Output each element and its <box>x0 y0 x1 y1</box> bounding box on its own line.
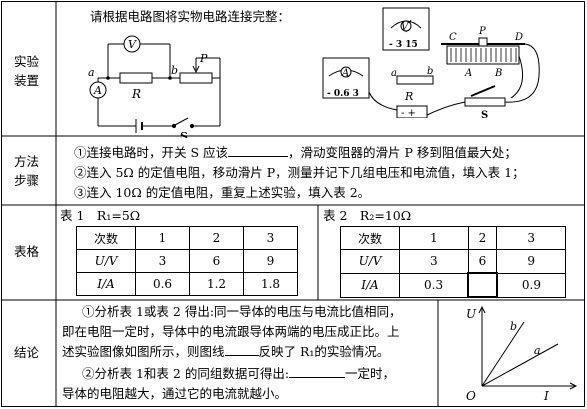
table1-voltage-2: 6 <box>189 249 244 273</box>
step1-text-a: ①连接电路时，开关 S 应该 <box>74 145 229 160</box>
circuit-ammeter-label: A <box>93 84 102 97</box>
table2-current-blank[interactable] <box>467 272 498 298</box>
real-rheostat-b: B <box>494 68 502 79</box>
table1-caption: 表 1 R₁=5Ω <box>60 208 141 223</box>
real-point-b: b <box>427 66 433 77</box>
label-apparatus-1: 实验 <box>14 54 40 69</box>
table1-header-3: 3 <box>243 226 298 250</box>
real-point-a: a <box>391 68 397 79</box>
table1-header-2: 2 <box>189 226 244 250</box>
table1-voltage-1: 3 <box>135 249 190 273</box>
real-circuit: V - 3 15 A - 0.6 3 C P D A B a b R S - + <box>322 7 540 118</box>
graph-label-b: b <box>510 320 517 333</box>
conclusion-2-line1-a: ②分析表 1和表 2 的同组数据可得出: <box>82 366 290 381</box>
graph-y-label: U <box>466 307 477 321</box>
table1-voltage-label: U/V <box>76 249 136 273</box>
table2-header-row: 次数 1 2 3 <box>340 226 566 250</box>
table1-current-label: I/A <box>76 272 136 296</box>
real-rheostat-p: P <box>478 26 486 37</box>
table2-header-label: 次数 <box>340 226 400 250</box>
real-voltmeter-terminals: - 3 15 <box>389 40 418 50</box>
table1-header-row: 次数 1 2 3 <box>76 226 298 250</box>
circuit-rheostat-label: P <box>199 52 208 65</box>
label-method-2: 步骤 <box>14 173 40 188</box>
table2-header-1: 1 <box>399 226 469 250</box>
conclusion-1-line2: 即在电阻一定时，导体中的电流跟导体两端的电压成正比。上 <box>62 324 400 339</box>
table1-header-1: 1 <box>135 226 190 250</box>
graph-line-b <box>481 321 525 387</box>
apparatus-instruction: 请根据电路图将实物电路连接完整： <box>90 9 291 24</box>
real-resistor-label: R <box>404 90 413 103</box>
conclusion-1-line1: ①分析表 1或表 2 得出:同一导体的电压与电流比值相同， <box>82 304 402 319</box>
graph-line-a <box>481 343 559 387</box>
circuit-resistor-label: R <box>131 87 141 101</box>
circuit-diagram: V A R P S a b <box>88 35 221 138</box>
table2-current-1: 0.3 <box>399 272 469 298</box>
conclusion-2-line1: ②分析表 1和表 2 的同组数据可得出: 一定时， <box>82 366 395 382</box>
table1-header-label: 次数 <box>76 226 136 250</box>
conclusion-blank-line[interactable] <box>224 355 259 356</box>
circuit-voltmeter-label: V <box>128 38 137 51</box>
table2-current-row: I/A 0.3 0.9 <box>340 272 566 298</box>
table1-voltage-3: 9 <box>243 249 298 273</box>
graph-origin: O <box>466 389 476 403</box>
table2-voltage-label: U/V <box>340 249 400 274</box>
real-ammeter-label: A <box>341 68 349 79</box>
conclusion-blank-quantity[interactable] <box>289 377 346 378</box>
graph-label-a: a <box>534 344 541 357</box>
table1-current-2: 1.2 <box>189 272 244 296</box>
method-step-3: ③连入 10Ω 的定值电阻，重复上述实验，填入表 2。 <box>74 185 371 200</box>
conclusion-1-line3: 述实验图像如图所示，则图线 反映了 R₁的实验情况。 <box>62 344 389 360</box>
table2-caption: 表 2 R₂=10Ω <box>323 208 412 223</box>
graph-x-label: I <box>543 389 549 403</box>
table2-voltage-row: U/V 3 6 9 <box>340 249 566 274</box>
table1-current-3: 1.8 <box>243 272 298 296</box>
label-apparatus-2: 装置 <box>14 73 40 88</box>
conclusion-1-line3-b: 反映了 R₁的实验情况。 <box>258 344 390 359</box>
table1: 次数 1 2 3 U/V 3 6 9 I/A 0.6 1.2 1.8 <box>76 226 298 296</box>
circuit-point-b: b <box>171 64 178 77</box>
table2-voltage-1: 3 <box>399 249 469 274</box>
table1-current-1: 0.6 <box>135 272 190 296</box>
ui-graph: U I O b a <box>466 305 578 403</box>
method-step-2: ②连入 5Ω 的定值电阻，移动滑片 P，测量并记下几组电压和电流值，填入表 1； <box>74 165 525 180</box>
step1-text-b: ，滑动变阻器的滑片 P 移到阻值最大处； <box>288 145 517 160</box>
table2-voltage-2: 6 <box>467 249 498 274</box>
real-rheostat-a: A <box>464 68 472 79</box>
circuit-point-a: a <box>88 66 95 79</box>
conclusion-2-line2: 导体的电阻越大，通过它的电流就越小。 <box>62 386 288 401</box>
label-conclusion: 结论 <box>14 345 40 360</box>
table2-header-2: 2 <box>467 226 498 250</box>
table2-header-3: 3 <box>496 226 566 250</box>
real-ammeter-terminals: - 0.6 3 <box>327 89 359 99</box>
real-rheostat-d: D <box>514 32 523 43</box>
conclusion-2-line1-b: 一定时， <box>345 366 396 381</box>
table2-current-3: 0.9 <box>496 272 566 298</box>
label-tables: 表格 <box>14 244 40 259</box>
table1-voltage-row: U/V 3 6 9 <box>76 249 298 273</box>
table2-current-label: I/A <box>340 272 400 298</box>
circuit-switch-label: S <box>180 130 188 138</box>
conclusion-1-line3-a: 述实验图像如图所示，则图线 <box>62 344 225 359</box>
table2: 次数 1 2 3 U/V 3 6 9 I/A 0.3 0.9 <box>340 226 566 298</box>
real-switch-label: S <box>481 110 488 118</box>
real-rheostat-c: C <box>449 32 457 43</box>
table2-voltage-3: 9 <box>496 249 566 274</box>
step1-blank[interactable] <box>228 156 289 157</box>
real-battery-label: - + <box>401 108 416 118</box>
label-method-1: 方法 <box>14 154 40 169</box>
real-voltmeter-label: V <box>401 22 410 33</box>
table1-current-row: I/A 0.6 1.2 1.8 <box>76 272 298 296</box>
method-step-1: ①连接电路时，开关 S 应该 ，滑动变阻器的滑片 P 移到阻值最大处； <box>74 145 517 161</box>
